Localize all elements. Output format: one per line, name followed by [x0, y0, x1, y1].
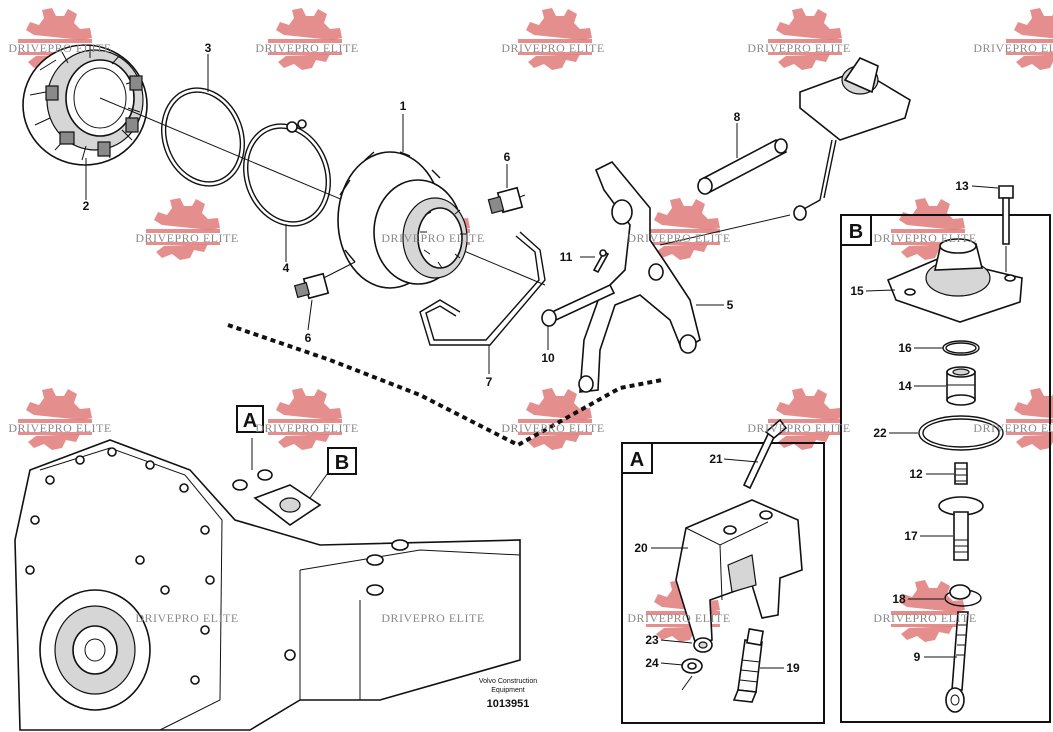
svg-text:B: B — [849, 221, 863, 243]
svg-text:DRIVEPRO ELITE: DRIVEPRO ELITE — [255, 41, 358, 55]
part-3-o-ring — [161, 87, 245, 187]
part-19-sensor — [732, 627, 765, 703]
callout-16: 16 — [898, 341, 912, 355]
locator-b: B — [327, 447, 357, 475]
svg-text:DRIVEPRO ELITE: DRIVEPRO ELITE — [135, 611, 238, 625]
svg-text:DRIVEPRO ELITE: DRIVEPRO ELITE — [873, 611, 976, 625]
callout-2: 2 — [83, 199, 90, 213]
part-9-rod — [945, 611, 969, 713]
svg-text:DRIVEPRO ELITE: DRIVEPRO ELITE — [381, 231, 484, 245]
svg-text:DRIVEPRO ELITE: DRIVEPRO ELITE — [381, 611, 484, 625]
callout-6-lower: 6 — [305, 331, 312, 345]
part-12-pin — [954, 462, 968, 485]
part-14-bushing — [946, 366, 976, 406]
svg-text:DRIVEPRO ELITE: DRIVEPRO ELITE — [873, 231, 976, 245]
svg-text:A: A — [630, 449, 644, 471]
part-6-fitting-lower — [293, 261, 356, 300]
caption-line-1: Volvo Construction — [479, 678, 537, 685]
callout-3: 3 — [205, 41, 212, 55]
caption-block: Volvo Construction Equipment 1013951 — [479, 678, 537, 710]
svg-text:DRIVEPRO ELITE: DRIVEPRO ELITE — [255, 421, 358, 435]
svg-text:DRIVEPRO ELITE: DRIVEPRO ELITE — [8, 421, 111, 435]
callout-leaders-top — [85, 54, 738, 374]
callout-7: 7 — [486, 375, 493, 389]
part-10-bolt — [541, 283, 616, 327]
callout-11: 11 — [560, 250, 573, 264]
exploded-view — [22, 44, 911, 448]
svg-text:B: B — [335, 452, 349, 474]
svg-text:DRIVEPRO ELITE: DRIVEPRO ELITE — [135, 231, 238, 245]
part-13-bolt — [998, 185, 1014, 272]
callout-numbers: 1 2 3 4 5 6 6 7 8 9 10 11 12 13 14 15 16… — [83, 41, 969, 675]
callout-8: 8 — [734, 110, 741, 124]
part-5-shift-fork — [578, 160, 701, 393]
callout-21: 21 — [709, 452, 723, 466]
svg-text:A: A — [243, 410, 257, 432]
callout-14: 14 — [898, 379, 912, 393]
detail-box-b: B — [840, 185, 1051, 723]
part-6-fitting-upper — [487, 186, 526, 215]
part-21-bolt — [742, 418, 788, 490]
callout-12: 12 — [909, 467, 923, 481]
part-7-pipe — [419, 231, 546, 346]
part-24-washer — [681, 658, 703, 691]
part-17-plunger — [938, 496, 984, 561]
part-1-coupling — [337, 151, 468, 289]
svg-text:DRIVEPRO ELITE: DRIVEPRO ELITE — [8, 41, 111, 55]
callout-6-upper: 6 — [504, 150, 511, 164]
callout-23: 23 — [645, 633, 659, 647]
part-20-bracket — [675, 499, 803, 647]
callout-22: 22 — [873, 426, 887, 440]
part-16-o-ring — [942, 340, 980, 356]
callout-15: 15 — [850, 284, 864, 298]
part-15-cover — [886, 238, 1023, 323]
callout-19: 19 — [786, 661, 800, 675]
svg-text:DRIVEPRO ELITE: DRIVEPRO ELITE — [627, 611, 730, 625]
callout-24: 24 — [645, 656, 659, 670]
part-8-rod — [697, 138, 788, 195]
actuator-top — [659, 56, 911, 246]
callout-1: 1 — [400, 99, 407, 113]
housing-bolts — [25, 447, 296, 685]
part-4-circlip — [243, 119, 331, 227]
callout-5: 5 — [727, 298, 734, 312]
callout-10: 10 — [541, 351, 555, 365]
detail-box-a: A — [621, 418, 825, 724]
part-2-sleeve — [22, 44, 148, 166]
part-18-nut — [944, 584, 982, 607]
callout-20: 20 — [634, 541, 648, 555]
axle-housing-view — [14, 438, 521, 731]
part-23-nut — [693, 637, 713, 653]
part-11-pin — [592, 249, 610, 274]
caption-line-2: Equipment — [491, 687, 525, 694]
svg-text:DRIVEPRO ELITE: DRIVEPRO ELITE — [501, 41, 604, 55]
callout-13: 13 — [955, 179, 969, 193]
part-22-o-ring — [918, 415, 1004, 451]
svg-text:DRIVEPRO ELITE: DRIVEPRO ELITE — [627, 231, 730, 245]
svg-text:DRIVEPRO ELITE: DRIVEPRO ELITE — [973, 421, 1053, 435]
svg-text:DRIVEPRO ELITE: DRIVEPRO ELITE — [747, 41, 850, 55]
svg-text:DRIVEPRO ELITE: DRIVEPRO ELITE — [747, 421, 850, 435]
svg-text:DRIVEPRO ELITE: DRIVEPRO ELITE — [973, 41, 1053, 55]
svg-text:DRIVEPRO ELITE: DRIVEPRO ELITE — [501, 421, 604, 435]
callout-9: 9 — [914, 650, 921, 664]
document-number: 1013951 — [487, 698, 530, 710]
callout-4: 4 — [283, 261, 290, 275]
callout-17: 17 — [904, 529, 918, 543]
watermark-text-layer: DRIVEPRO ELITE DRIVEPRO ELITE DRIVEPRO E… — [8, 41, 1053, 625]
locator-a: A — [236, 405, 264, 433]
callout-18: 18 — [892, 592, 906, 606]
assembly-axis — [99, 97, 546, 286]
